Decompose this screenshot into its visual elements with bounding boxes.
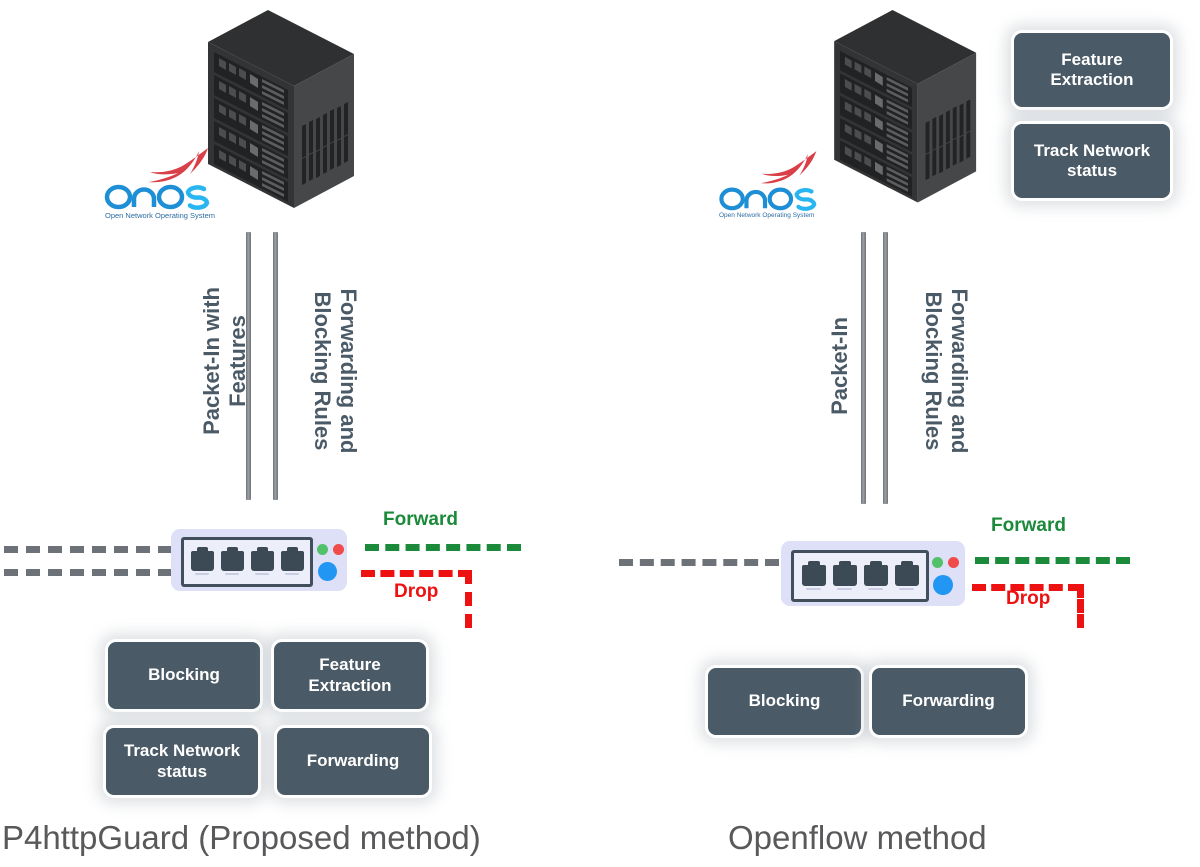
switch-led-green — [317, 544, 328, 555]
onos-wordmark — [719, 187, 817, 211]
onos-logo: Open Network Operating System — [104, 148, 219, 225]
control-channel-line-rules — [273, 232, 278, 500]
switch-port — [802, 561, 826, 586]
forward-flow-label: Forward — [383, 509, 458, 530]
drop-flow-line-v — [1077, 584, 1084, 628]
ingress-flow-line-1 — [619, 559, 779, 566]
switch-port — [864, 561, 888, 586]
switch-port-underline — [255, 573, 269, 575]
server-rack-icon — [834, 10, 977, 203]
onos-logo-subtitle: Open Network Operating System — [105, 211, 216, 220]
switch-port — [221, 547, 244, 571]
switch-port — [251, 547, 274, 571]
channel-label-packet-in: Packet-In with Features — [199, 287, 250, 435]
network-switch-icon — [171, 529, 347, 591]
channel-label-rules: Forwarding and Blocking Rules — [310, 288, 361, 454]
ingress-flow-line-2 — [4, 569, 172, 576]
switch-port-underline — [195, 573, 209, 575]
switch-led-green — [932, 557, 943, 568]
switch-led-blue — [933, 575, 953, 595]
control-channel-line-rules — [883, 232, 888, 504]
right-panel: Open Network Operating System Feature Ex… — [600, 0, 1200, 867]
switch-port-underline — [837, 588, 852, 590]
control-channel-line-packetin — [246, 232, 251, 500]
function-box-blocking[interactable]: Blocking — [105, 639, 263, 712]
channel-label-rules: Forwarding and Blocking Rules — [921, 288, 972, 454]
onos-logo: Open Network Operating System — [718, 151, 828, 227]
control-channel-line-packetin — [861, 232, 866, 504]
drop-flow-line-v — [465, 570, 472, 628]
switch-port — [191, 547, 214, 571]
function-box-track-network-status[interactable]: Track Network status — [103, 725, 261, 798]
forward-flow-line — [975, 557, 1130, 564]
switch-port-underline — [899, 588, 914, 590]
switch-port-underline — [868, 588, 883, 590]
function-box-forwarding[interactable]: Forwarding — [869, 665, 1028, 738]
network-switch-icon — [781, 541, 965, 606]
switch-led-red — [333, 544, 344, 555]
onos-wordmark — [104, 184, 210, 210]
controller-function-box-feature-extraction[interactable]: Feature Extraction — [1011, 30, 1173, 110]
switch-port-panel — [181, 537, 313, 587]
switch-led-red — [948, 557, 959, 568]
drop-flow-label: Drop — [394, 581, 439, 602]
switch-port — [895, 561, 919, 586]
controller-function-box-track-network-status[interactable]: Track Network status — [1011, 121, 1173, 201]
onos-bird-icon — [760, 151, 817, 184]
drop-flow-line-h — [361, 570, 472, 577]
switch-port-underline — [285, 573, 299, 575]
ingress-flow-line-1 — [4, 546, 172, 553]
switch-port — [833, 561, 857, 586]
channel-label-packet-in: Packet-In — [827, 317, 853, 415]
onos-logo-subtitle: Open Network Operating System — [719, 212, 815, 219]
switch-port-underline — [806, 588, 821, 590]
switch-led-blue — [318, 562, 337, 581]
server-rack-icon — [208, 10, 354, 208]
forward-flow-line — [365, 544, 521, 551]
right-panel-caption: Openflow method — [728, 819, 987, 856]
drop-flow-label: Drop — [1006, 588, 1051, 609]
left-panel: Open Network Operating System Packet-In … — [2, 10, 521, 856]
switch-port — [281, 547, 304, 571]
drop-flow-line-h — [972, 584, 1082, 591]
function-box-forwarding[interactable]: Forwarding — [274, 725, 432, 798]
onos-bird-icon — [149, 148, 208, 183]
switch-port-panel — [791, 550, 929, 602]
function-box-feature-extraction[interactable]: Feature Extraction — [271, 639, 429, 712]
switch-port-underline — [225, 573, 239, 575]
left-panel-caption: P4httpGuard (Proposed method) — [2, 819, 481, 856]
function-box-blocking[interactable]: Blocking — [705, 665, 864, 738]
forward-flow-label: Forward — [991, 515, 1066, 536]
